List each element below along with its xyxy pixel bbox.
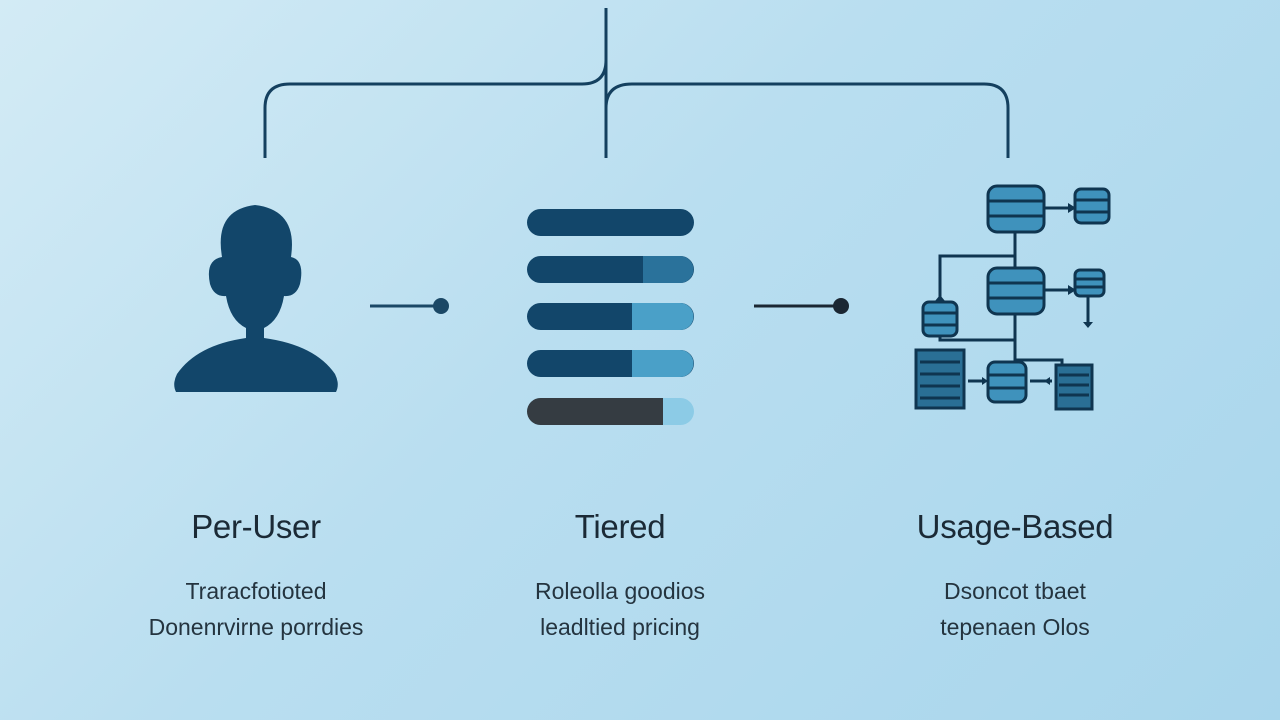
column-title: Per-User — [191, 508, 321, 545]
column-description-line-2: tepenaen Olos — [940, 614, 1090, 640]
column-title: Tiered — [574, 508, 666, 545]
column-description-line-2: Donenrvirne porrdies — [148, 614, 364, 640]
server-rack-right — [1054, 363, 1094, 411]
tier-bars-icon — [527, 209, 694, 425]
database-top-right — [1073, 187, 1111, 225]
arrow-heads — [935, 203, 1093, 385]
database-bottom — [986, 360, 1028, 404]
database-network-icon — [914, 184, 1111, 411]
user-icon — [174, 205, 338, 392]
connector-left-branch — [263, 59, 608, 158]
connector-right — [754, 298, 849, 314]
column-title: Usage-Based — [916, 508, 1114, 545]
branch-connector — [263, 8, 1010, 158]
column-description-line-1: Roleolla goodios — [534, 578, 706, 604]
column-description-line-1: Dsoncot tbaet — [944, 578, 1086, 604]
database-middle — [986, 266, 1046, 316]
server-rack-left — [914, 348, 966, 410]
database-middle-right — [1073, 268, 1106, 298]
connector-left — [370, 298, 449, 314]
database-left — [921, 300, 959, 338]
column-description-line-2: leadltied pricing — [540, 614, 700, 640]
column-description-line-1: Traracfotioted — [185, 578, 327, 604]
connector-right-branch — [604, 82, 1010, 158]
database-top — [986, 184, 1046, 234]
